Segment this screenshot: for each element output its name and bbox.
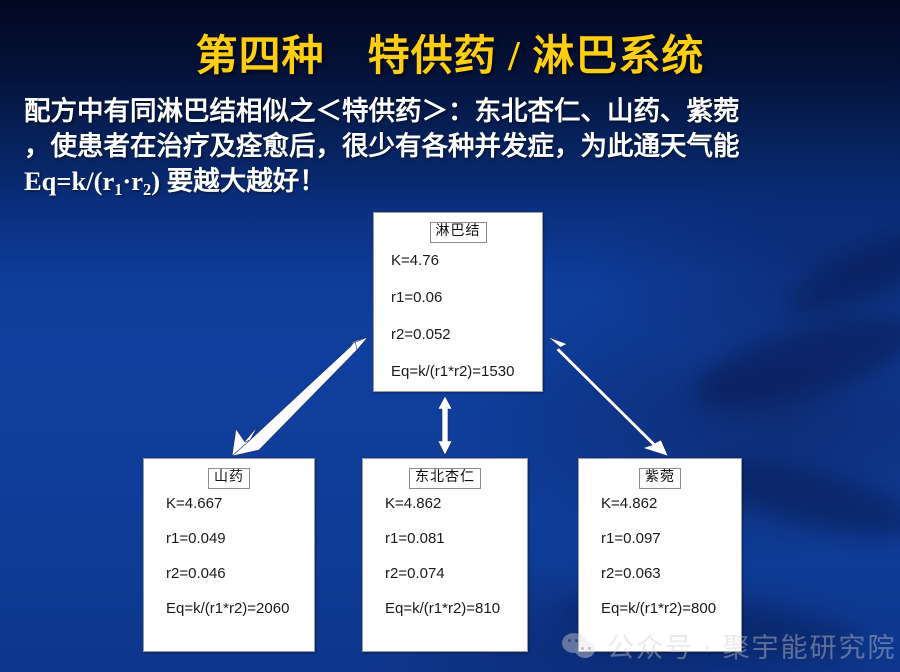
body-line-1: 配方中有同淋巴结相似之＜特供药＞：东北杏仁、山药、紫菀 xyxy=(24,96,740,126)
connector-lymph-to-aster xyxy=(547,336,669,457)
node-title-wrapper: 东北杏仁 xyxy=(363,468,527,489)
node-value-k: K=4.862 xyxy=(385,495,442,512)
node-value-k: K=4.667 xyxy=(166,495,223,512)
body-line-2: ，使患者在治疗及痊愈后，很少有各种并发症，为此通天气能 xyxy=(24,131,740,161)
equation-middle: ·r xyxy=(122,166,144,196)
node-value-k: K=4.862 xyxy=(601,495,658,512)
diagram-node-apricot-kernel[interactable]: 东北杏仁 K=4.862 r1=0.081 r2=0.074 Eq=k/(r1*… xyxy=(362,458,528,652)
node-value-r1: r1=0.049 xyxy=(166,530,226,547)
node-value-list: K=4.862 r1=0.081 r2=0.074 Eq=k/(r1*r2)=8… xyxy=(385,496,527,616)
node-value-eq: Eq=k/(r1*r2)=1530 xyxy=(391,363,515,380)
node-value-k: K=4.76 xyxy=(391,252,439,269)
node-value-r2: r2=0.046 xyxy=(166,565,226,582)
connector-lymph-to-apricot xyxy=(437,395,453,456)
background-swirl-decoration xyxy=(777,217,900,331)
node-title-label: 山药 xyxy=(208,468,250,489)
diagram-node-aster[interactable]: 紫菀 K=4.862 r1=0.097 r2=0.063 Eq=k/(r1*r2… xyxy=(578,458,742,652)
slide-body-text: 配方中有同淋巴结相似之＜特供药＞：东北杏仁、山药、紫菀 ，使患者在治疗及痊愈后，… xyxy=(24,94,880,202)
background-swirl-decoration xyxy=(685,299,900,427)
node-value-r1: r1=0.081 xyxy=(385,530,445,547)
node-value-list: K=4.76 r1=0.06 r2=0.052 Eq=k/(r1*r2)=153… xyxy=(391,253,542,379)
node-value-eq: Eq=k/(r1*r2)=810 xyxy=(385,600,501,617)
node-value-eq: Eq=k/(r1*r2)=2060 xyxy=(166,600,290,617)
node-value-r2: r2=0.063 xyxy=(601,565,661,582)
node-value-list: K=4.667 r1=0.049 r2=0.046 Eq=k/(r1*r2)=2… xyxy=(166,496,314,616)
node-title-label: 淋巴结 xyxy=(429,222,487,243)
diagram-node-yam[interactable]: 山药 K=4.667 r1=0.049 r2=0.046 Eq=k/(r1*r2… xyxy=(143,458,315,652)
equation-subscript-2: 2 xyxy=(143,179,152,199)
node-value-r2: r2=0.052 xyxy=(391,326,451,343)
equation-prefix: Eq=k/(r xyxy=(24,166,115,196)
slide-title: 第四种 特供药 / 淋巴系统 xyxy=(195,34,705,80)
node-value-list: K=4.862 r1=0.097 r2=0.063 Eq=k/(r1*r2)=8… xyxy=(601,496,741,616)
node-value-eq: Eq=k/(r1*r2)=800 xyxy=(601,600,717,617)
node-title-label: 紫菀 xyxy=(639,468,681,489)
body-line-3: Eq=k/(r1·r2) 要越大越好！ xyxy=(24,164,880,202)
node-title-label: 东北杏仁 xyxy=(409,468,481,489)
node-value-r1: r1=0.06 xyxy=(391,289,443,306)
node-value-r1: r1=0.097 xyxy=(601,530,661,547)
equation-suffix: ) 要越大越好！ xyxy=(151,166,326,196)
equation-subscript-1: 1 xyxy=(114,179,123,199)
diagram-node-lymph-node[interactable]: 淋巴结 K=4.76 r1=0.06 r2=0.052 Eq=k/(r1*r2)… xyxy=(373,212,543,392)
connector-lymph-to-yam xyxy=(231,336,369,457)
node-title-wrapper: 淋巴结 xyxy=(374,222,542,243)
node-title-wrapper: 山药 xyxy=(144,468,314,489)
node-value-r2: r2=0.074 xyxy=(385,565,445,582)
node-title-wrapper: 紫菀 xyxy=(579,468,741,489)
